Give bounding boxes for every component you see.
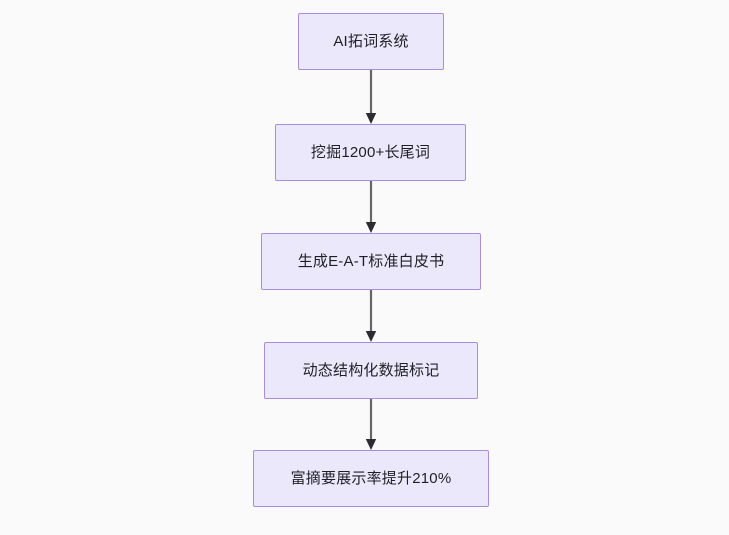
flow-edge-n1-n2 (365, 70, 377, 124)
flow-node-ai-keyword-system[interactable]: AI拓词系统 (298, 13, 444, 70)
flow-node-label: AI拓词系统 (333, 33, 409, 50)
flow-node-generate-eat-whitepaper[interactable]: 生成E-A-T标准白皮书 (261, 233, 481, 290)
flow-node-label: 生成E-A-T标准白皮书 (297, 253, 445, 270)
flow-node-dynamic-structured-data-markup[interactable]: 动态结构化数据标记 (264, 342, 478, 399)
flow-edge-n3-n4 (365, 290, 377, 342)
flow-edge-n2-n3 (365, 181, 377, 233)
flow-node-mine-longtail-keywords[interactable]: 挖掘1200+长尾词 (275, 124, 466, 181)
flow-node-label: 富摘要展示率提升210% (290, 470, 452, 487)
flow-node-rich-snippet-impression-lift[interactable]: 富摘要展示率提升210% (253, 450, 489, 507)
flow-edge-n4-n5 (365, 399, 377, 450)
flow-node-label: 动态结构化数据标记 (302, 362, 440, 379)
flow-node-label: 挖掘1200+长尾词 (310, 144, 431, 161)
